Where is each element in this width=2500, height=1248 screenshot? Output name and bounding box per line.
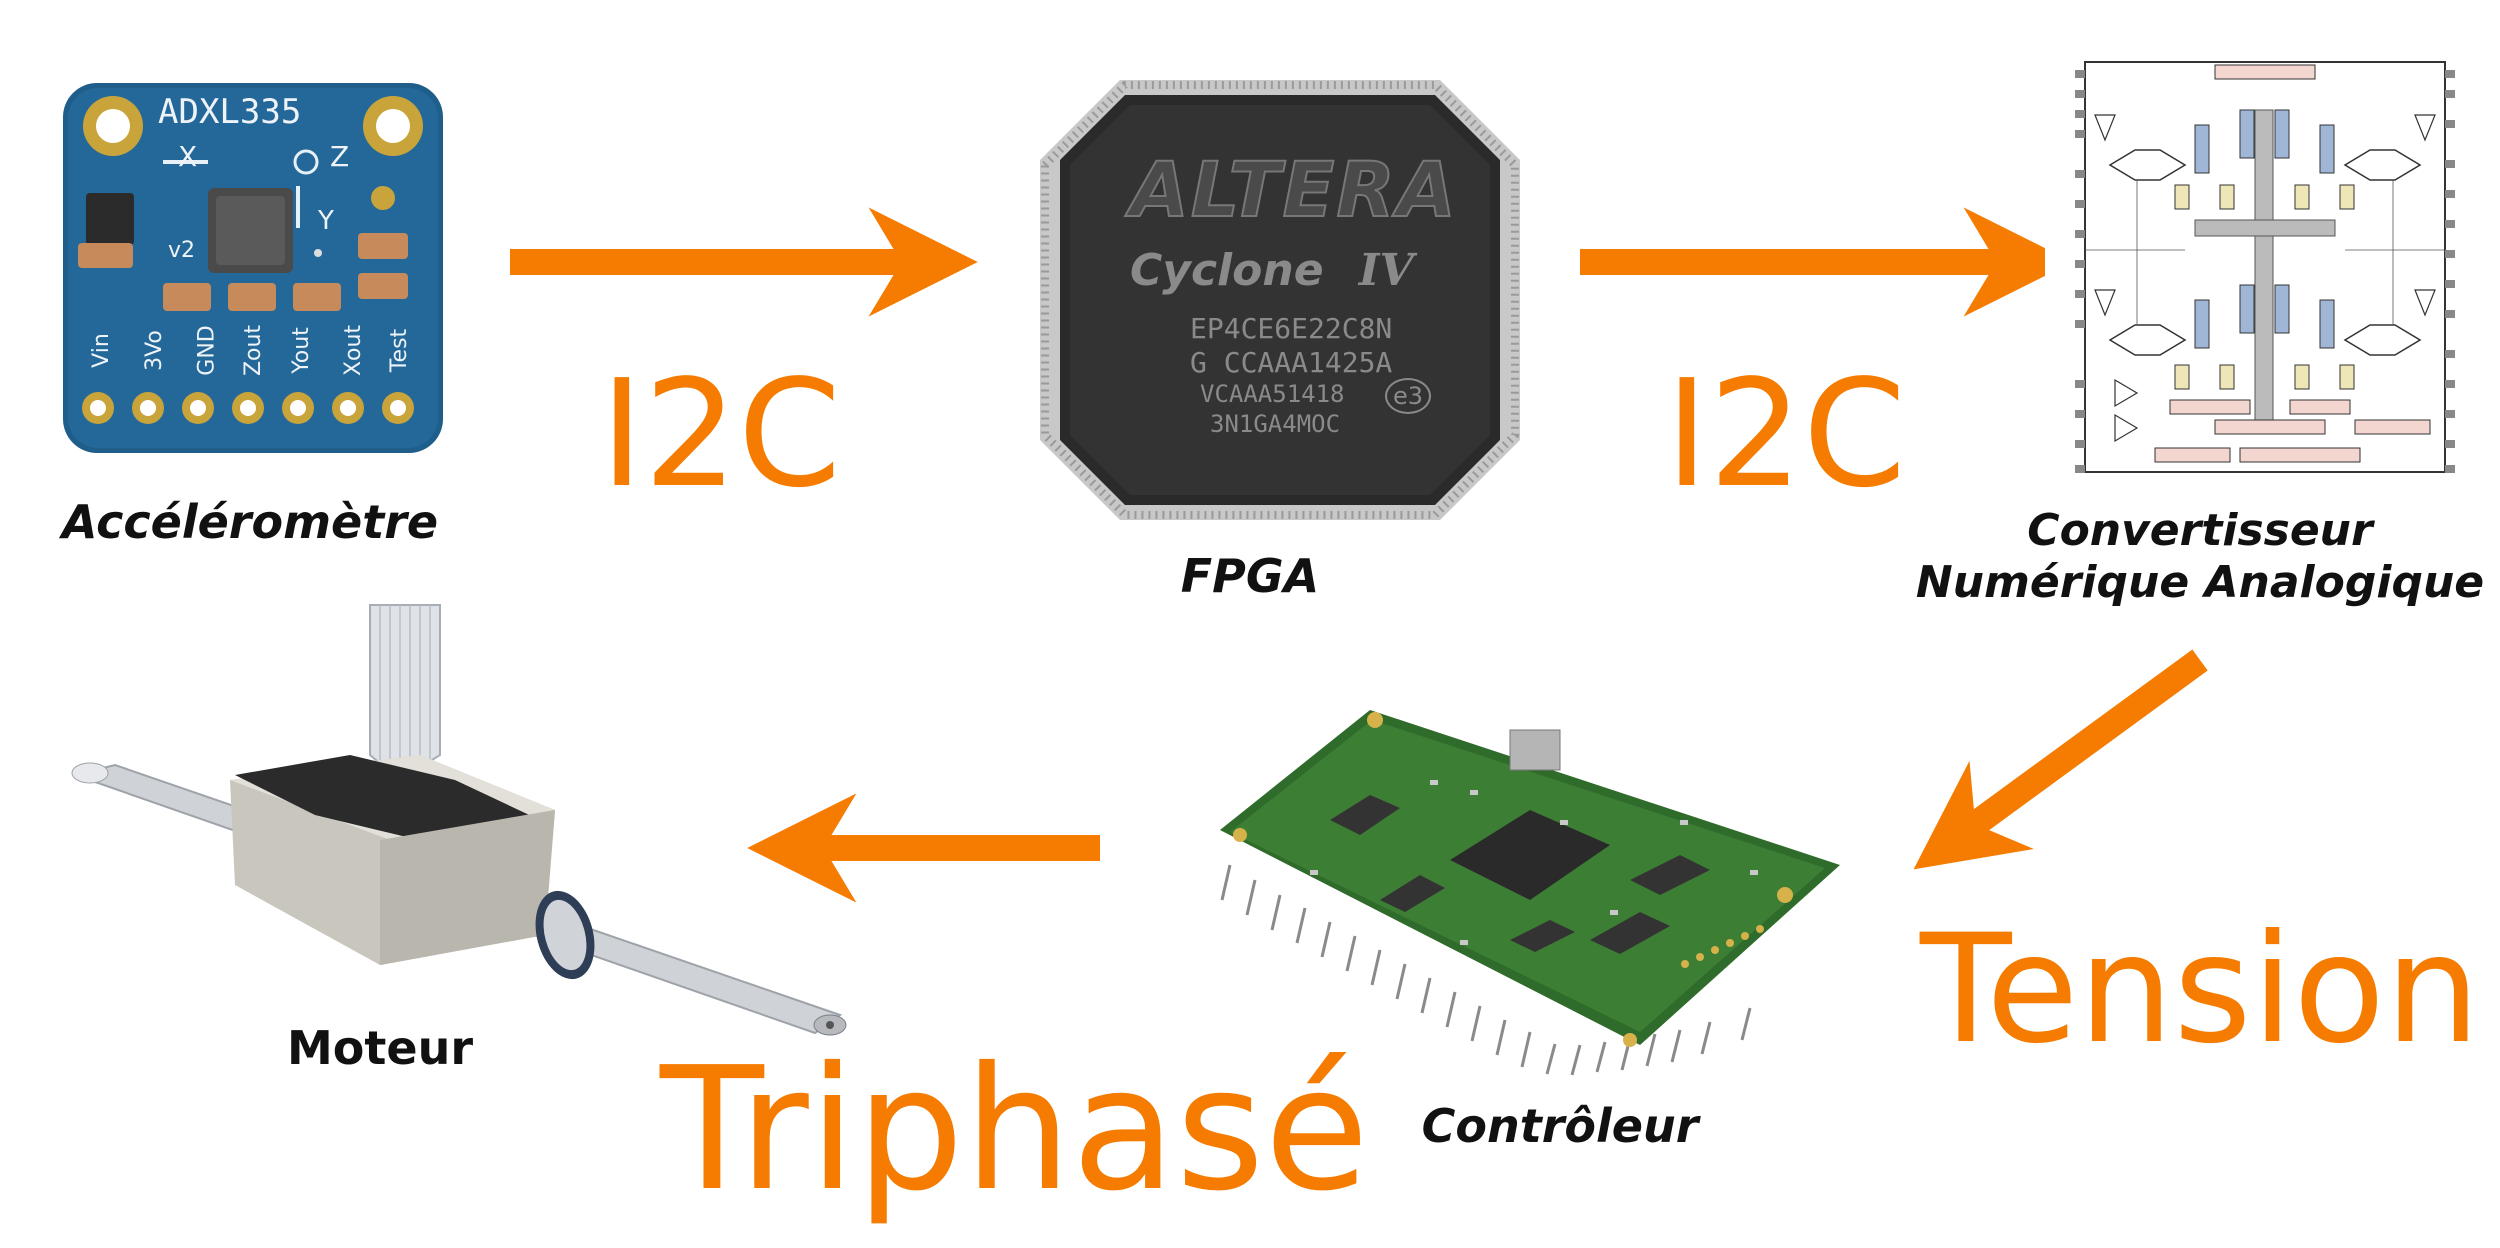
pin-label: 3Vo [141, 330, 167, 371]
controller-caption: Contrôleur [1421, 1099, 1699, 1153]
fpga-family-name: Cyclone [1130, 245, 1324, 296]
fpga-family-suffix: IV [1358, 245, 1414, 296]
fpga-brand: ALTERA [1129, 144, 1458, 235]
fpga-part-line: EP4CE6E22C8N [1190, 312, 1393, 345]
controller-board-image [1220, 710, 1840, 1076]
dac-block-diagram-image [2045, 50, 2485, 495]
pin-label: Test [387, 328, 413, 373]
fpga-mark: e3 [1385, 378, 1432, 414]
motor-caption: Moteur [287, 1021, 473, 1075]
pin-label: Vin [88, 333, 114, 368]
edge-label-i2c-2: I2C [1665, 348, 1907, 520]
controller-node [1210, 650, 1850, 1080]
accelerometer-axis-x: X [178, 140, 198, 173]
motor-node [60, 604, 860, 1045]
fpga-part-line: 3N1GA4MOC [1210, 410, 1341, 438]
fpga-family: Cyclone IV [1130, 245, 1414, 296]
motor-image [71, 604, 847, 1036]
accelerometer-axis-y: Y [318, 206, 334, 236]
edge-label-tension: Tension [1920, 903, 2481, 1077]
accelerometer-version: v2 [168, 238, 196, 263]
pin-label: GND [194, 325, 220, 376]
fpga-caption: FPGA [1180, 549, 1320, 603]
accelerometer-board-image [63, 83, 443, 453]
arrow-dac-to-controller [1913, 649, 2208, 870]
pin-label: Xout [341, 324, 367, 377]
dac-caption-line2: Numérique Analogique [1915, 557, 2485, 608]
fpga-node: ALTERA Cyclone IV EP4CE6E22C8N G CCAAA14… [1000, 40, 1560, 530]
dac-caption-line1: Convertisseur [2027, 505, 2373, 556]
accelerometer-pin-labels: Vin 3Vo GND Zout Yout Xout Test [78, 318, 438, 388]
accelerometer-axis-z: Z [330, 140, 350, 173]
edge-label-triphase: Triphasé [660, 1031, 1369, 1229]
accelerometer-node: ADXL335 X Z Y v2 Vin 3Vo GND Zout Yout X… [58, 78, 448, 458]
accelerometer-board-title: ADXL335 [158, 92, 302, 132]
edge-label-i2c-1: I2C [600, 348, 842, 520]
fpga-chip-image [1040, 80, 1520, 520]
pin-label: Zout [241, 324, 267, 377]
fpga-part-line: G CCAAA1425A [1190, 346, 1393, 379]
dac-caption: Convertisseur Numérique Analogique [1900, 505, 2500, 609]
accelerometer-caption: Accéléromètre [61, 495, 439, 549]
dac-node [2045, 50, 2485, 495]
fpga-part-line: VCAAA51418 [1200, 380, 1345, 408]
pin-label: Yout [288, 327, 314, 374]
